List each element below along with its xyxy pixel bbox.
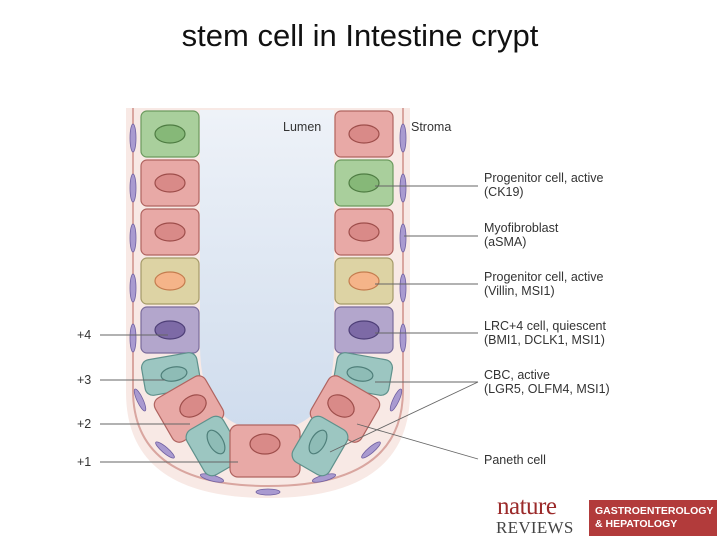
svg-text:Progenitor cell, active: Progenitor cell, active [484,270,604,284]
position-label: +4 [77,328,91,342]
annotation-lrc4: LRC+4 cell, quiescent (BMI1, DCLK1, MSI1… [484,319,606,347]
cell-nucleus [179,394,207,418]
myofibroblast-cell [129,323,137,353]
lumen [200,110,334,430]
cell-nucleus [154,124,186,144]
svg-text:Progenitor cell, active: Progenitor cell, active [484,171,604,185]
nature-reviews-logo: nature REVIEWS GASTROENTEROLOGY & HEPATO… [493,494,719,540]
logo-nature-text: nature [497,493,557,520]
cell-nucleus [327,394,355,418]
svg-text:(Villin, MSI1): (Villin, MSI1) [484,284,555,298]
position-label: +1 [77,455,91,469]
logo-journal-line1: GASTROENTEROLOGY [595,505,714,517]
cell-nucleus [160,366,188,382]
cell-nucleus [154,271,186,291]
annotation-progenitor-ck19: Progenitor cell, active (CK19) [484,171,604,199]
cell-nucleus [154,222,186,242]
myofibroblast-cell [399,273,407,303]
cell-nucleus [346,366,374,382]
slide-title: stem cell in Intestine crypt [181,18,539,53]
myofibroblast-cell [129,273,137,303]
cell-nucleus [348,320,380,340]
stroma-label: Stroma [411,120,451,134]
cell-nucleus [348,124,380,144]
cell-nucleus [308,429,328,455]
logo-reviews-text: REVIEWS [496,518,574,537]
cell-nucleus [154,173,186,193]
myofibroblast-cell [399,173,407,203]
annotation-cbc: CBC, active (LGR5, OLFM4, MSI1) [484,368,610,396]
annotation-progenitor-villin: Progenitor cell, active (Villin, MSI1) [484,270,604,298]
svg-text:(BMI1, DCLK1, MSI1): (BMI1, DCLK1, MSI1) [484,333,605,347]
annotation-leaders [329,185,479,460]
position-label: +3 [77,373,91,387]
cell-nucleus [348,271,380,291]
lumen-label: Lumen [283,120,321,134]
cell-nucleus [249,433,281,455]
annotation-myofibroblast: Myofibroblast (aSMA) [484,221,559,249]
myofibroblast-cell [155,441,175,459]
svg-text:Paneth cell: Paneth cell [484,453,546,467]
svg-text:LRC+4 cell, quiescent: LRC+4 cell, quiescent [484,319,606,333]
myofibroblast-cell [389,388,403,412]
svg-text:(aSMA): (aSMA) [484,235,526,249]
logo-journal-line2: & HEPATOLOGY [595,518,678,530]
myofibroblast-cell [399,323,407,353]
svg-text:CBC, active: CBC, active [484,368,550,382]
myofibroblast-cell [129,223,137,253]
svg-text:(LGR5, OLFM4, MSI1): (LGR5, OLFM4, MSI1) [484,382,610,396]
cell-nucleus [206,429,226,455]
annotation-paneth: Paneth cell [484,453,546,467]
left-column [140,110,243,477]
myofibroblast-cell [399,223,407,253]
position-markers: +4 +3 +2 +1 [77,328,238,469]
myofibroblast-cell [361,441,381,459]
cell-nucleus [154,320,186,340]
cell-nucleus [348,173,380,193]
cell-nucleus [348,222,380,242]
myofibroblast-layer [129,123,407,496]
position-label: +2 [77,417,91,431]
svg-text:(CK19): (CK19) [484,185,524,199]
svg-text:Myofibroblast: Myofibroblast [484,221,559,235]
logo-journal-badge: GASTROENTEROLOGY & HEPATOLOGY [589,500,717,536]
myofibroblast-cell [133,388,147,412]
right-column [291,110,394,477]
myofibroblast-cell [255,488,281,496]
myofibroblast-cell [129,173,137,203]
myofibroblast-cell [129,123,137,153]
myofibroblast-cell [399,123,407,153]
